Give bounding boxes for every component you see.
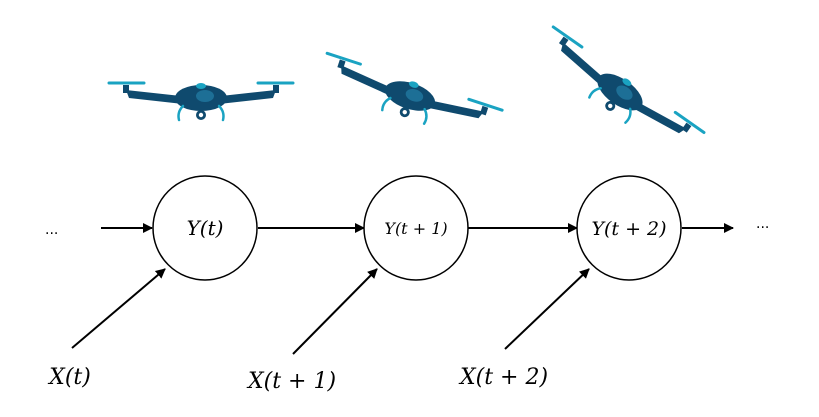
node-y-t: Y(t) [152,175,258,281]
node-y-t1: Y(t + 1) [363,175,469,281]
drone-icon [530,25,706,165]
drone-1 [107,81,295,122]
drone-icon [107,81,295,122]
node-y-t2: Y(t + 2) [576,175,682,281]
arrow-x-t-to-y-t [71,268,166,349]
trailing-ellipsis: ... [756,216,769,232]
node-circle [576,175,682,281]
leading-ellipsis: ... [45,222,58,238]
node-circle [152,175,258,281]
arrow-x-t2-to-y-t2 [504,268,590,350]
input-label-x-t: X(t) [47,365,91,390]
node-circle [363,175,469,281]
node-label: Y(t) [187,216,224,240]
input-label-x-t1: X(t + 1) [246,369,336,394]
input-label-x-t2: X(t + 2) [458,365,548,390]
drone-2 [314,51,504,147]
arrow-x-t1-to-y-t1 [292,268,378,355]
drone-icon [314,51,504,147]
drone-3 [530,25,706,165]
node-label: Y(t + 1) [384,219,447,238]
node-label: Y(t + 2) [591,218,666,240]
